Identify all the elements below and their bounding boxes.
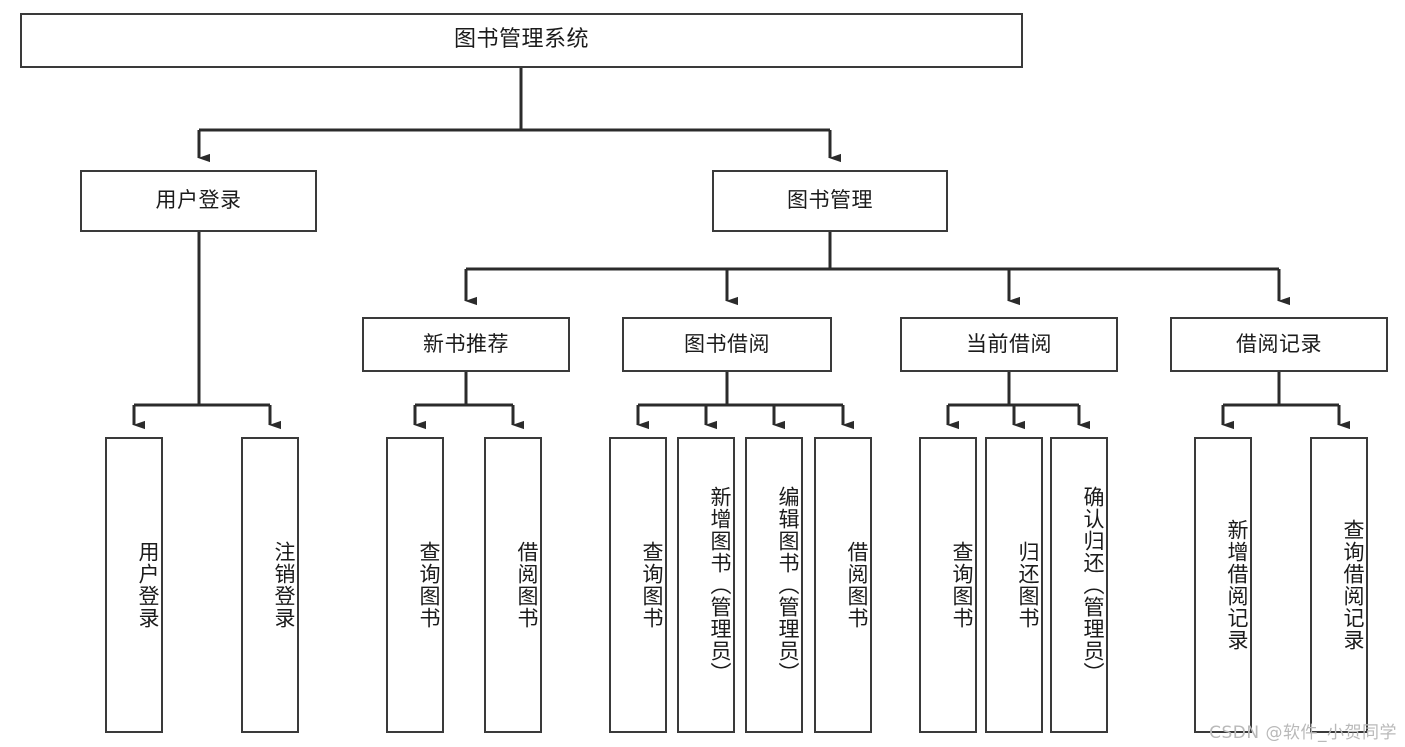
node-leaf-borrow-book-2-label: 借阅图书 — [845, 541, 869, 629]
node-root-label: 图书管理系统 — [453, 27, 589, 53]
node-leaf-add-book-label: 新增图书（管理员） — [708, 486, 732, 684]
node-leaf-borrow-book-1-label: 借阅图书 — [515, 541, 539, 629]
node-leaf-query-record[interactable]: 查询借阅记录 — [1310, 437, 1368, 733]
node-leaf-query-book-2[interactable]: 查询图书 — [609, 437, 667, 733]
node-leaf-add-record-label: 新增借阅记录 — [1225, 519, 1249, 651]
node-user-login-label: 用户登录 — [155, 188, 242, 213]
node-book-borrow-label: 图书借阅 — [684, 331, 770, 356]
csdn-watermark: CSDN @软件_小贺同学 — [1209, 723, 1397, 743]
node-leaf-confirm-return-label: 确认归还（管理员） — [1081, 486, 1105, 684]
node-leaf-query-record-label: 查询借阅记录 — [1341, 519, 1365, 651]
node-leaf-logout[interactable]: 注销登录 — [241, 437, 299, 733]
node-leaf-borrow-book-1[interactable]: 借阅图书 — [484, 437, 542, 733]
node-leaf-confirm-return[interactable]: 确认归还（管理员） — [1050, 437, 1108, 733]
node-borrow-record[interactable]: 借阅记录 — [1170, 317, 1388, 372]
node-book-manage-label: 图书管理 — [787, 188, 873, 213]
node-leaf-add-record[interactable]: 新增借阅记录 — [1194, 437, 1252, 733]
node-leaf-user-login-label: 用户登录 — [136, 541, 160, 629]
node-leaf-query-book-2-label: 查询图书 — [640, 541, 664, 629]
node-book-borrow[interactable]: 图书借阅 — [622, 317, 832, 372]
node-current-borrow-label: 当前借阅 — [966, 331, 1052, 356]
node-current-borrow[interactable]: 当前借阅 — [900, 317, 1118, 372]
node-leaf-return-book-label: 归还图书 — [1016, 541, 1040, 629]
node-leaf-query-book-3[interactable]: 查询图书 — [919, 437, 977, 733]
node-new-book-rec[interactable]: 新书推荐 — [362, 317, 570, 372]
node-leaf-edit-book[interactable]: 编辑图书（管理员） — [745, 437, 803, 733]
node-leaf-query-book-1-label: 查询图书 — [417, 541, 441, 629]
node-leaf-borrow-book-2[interactable]: 借阅图书 — [814, 437, 872, 733]
node-borrow-record-label: 借阅记录 — [1236, 331, 1322, 356]
node-user-login[interactable]: 用户登录 — [80, 170, 317, 232]
node-leaf-logout-label: 注销登录 — [272, 541, 296, 629]
node-leaf-edit-book-label: 编辑图书（管理员） — [776, 486, 800, 684]
node-leaf-user-login[interactable]: 用户登录 — [105, 437, 163, 733]
node-leaf-add-book[interactable]: 新增图书（管理员） — [677, 437, 735, 733]
node-book-manage[interactable]: 图书管理 — [712, 170, 948, 232]
node-leaf-return-book[interactable]: 归还图书 — [985, 437, 1043, 733]
node-leaf-query-book-1[interactable]: 查询图书 — [386, 437, 444, 733]
node-new-book-rec-label: 新书推荐 — [423, 331, 509, 356]
node-leaf-query-book-3-label: 查询图书 — [950, 541, 974, 629]
node-root[interactable]: 图书管理系统 — [20, 13, 1023, 68]
